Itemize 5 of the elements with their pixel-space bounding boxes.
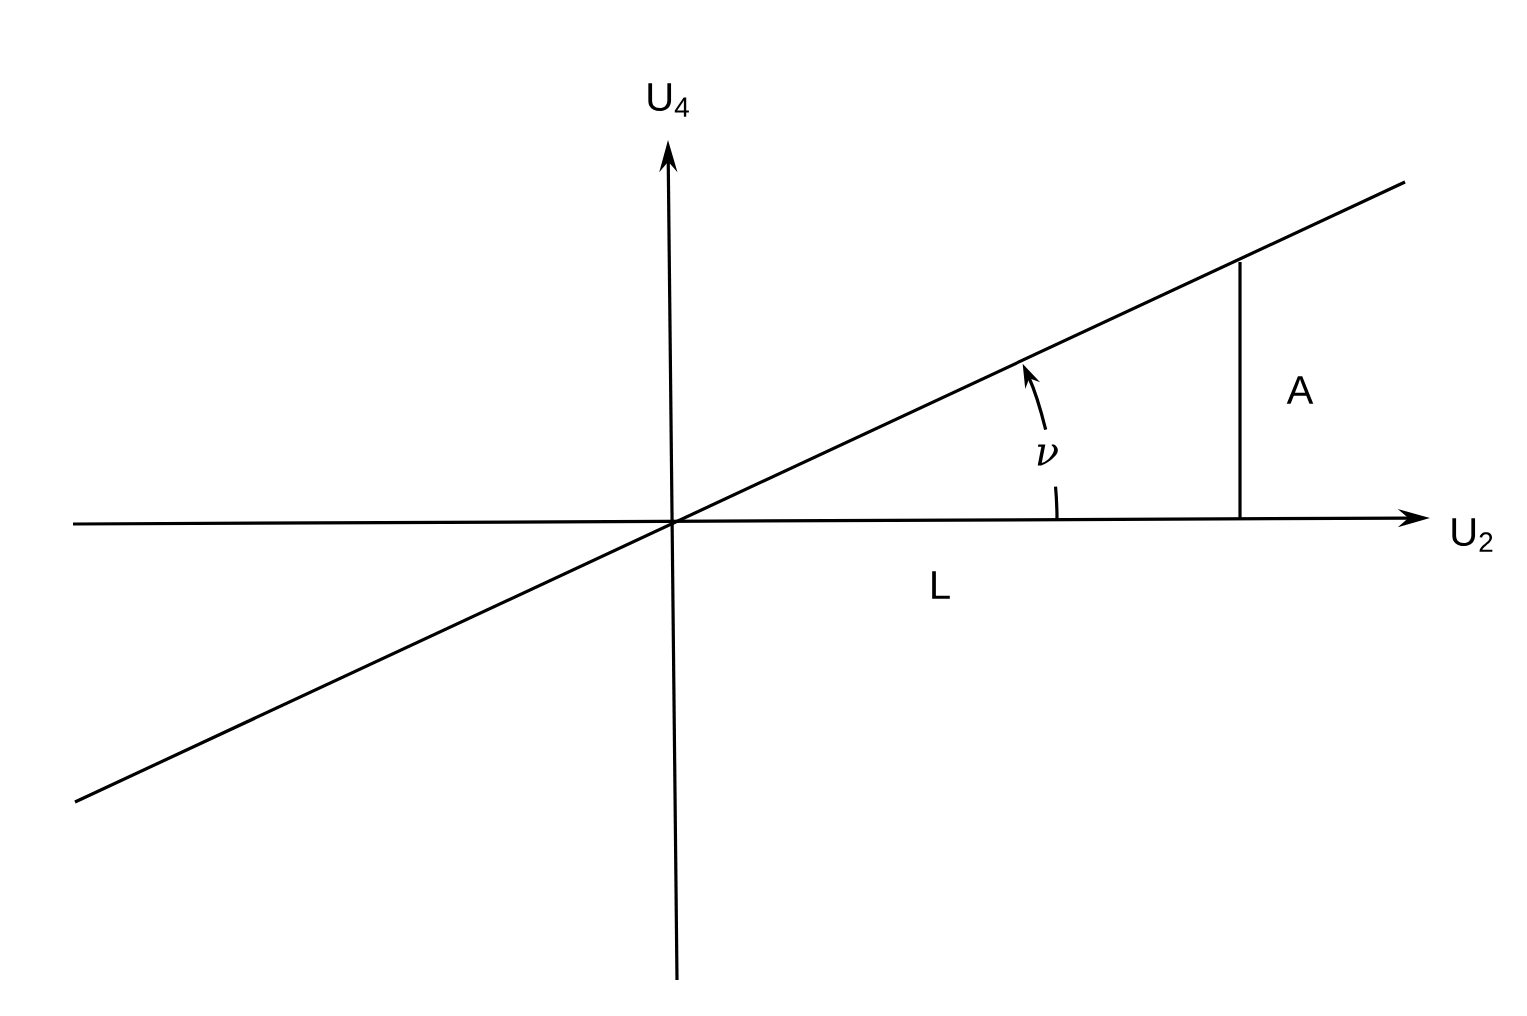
angle-label: ν: [1037, 444, 1058, 466]
axis-label: U$_{4}$: [648, 83, 689, 117]
segment-label: A: [1286, 376, 1314, 404]
segment-label: L: [932, 571, 950, 599]
axis-label: U$_{2}$: [1452, 518, 1493, 552]
